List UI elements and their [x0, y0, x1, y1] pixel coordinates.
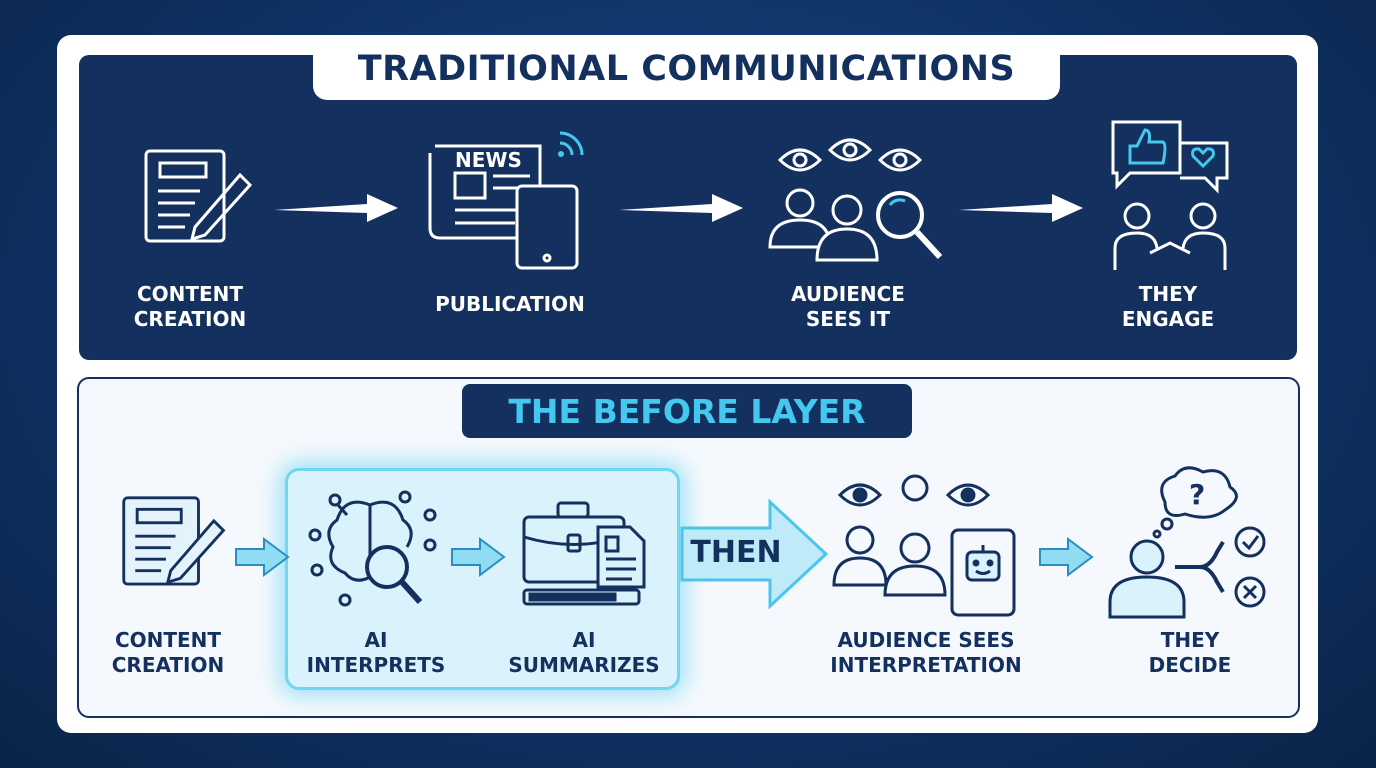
audience-tablet-robot-icon — [832, 474, 1016, 617]
arrow-right-icon — [235, 537, 290, 577]
decision-thought-icon: ? — [1108, 466, 1266, 619]
svg-text:?: ? — [1189, 478, 1205, 511]
news-label: NEWS — [455, 148, 522, 172]
step-label: PUBLICATION — [435, 292, 585, 316]
document-pencil-icon — [122, 496, 226, 586]
then-arrow-icon — [680, 498, 829, 610]
arrow-right-icon — [274, 194, 398, 222]
traditional-title: TRADITIONAL COMMUNICATIONS — [313, 38, 1060, 100]
engage-chat-icon — [1111, 120, 1229, 270]
news-tablet-icon — [428, 131, 584, 270]
then-label: THEN — [690, 535, 782, 570]
briefcase-document-icon — [522, 501, 646, 606]
before-layer-title: THE BEFORE LAYER — [462, 384, 912, 438]
arrow-right-icon — [451, 537, 506, 577]
document-pencil-icon — [144, 149, 253, 243]
arrow-right-icon — [1039, 537, 1094, 577]
arrow-right-icon — [959, 194, 1083, 222]
audience-eyes-magnifier-icon — [768, 138, 943, 262]
brain-magnifier-icon — [308, 490, 437, 607]
arrow-right-icon — [619, 194, 743, 222]
